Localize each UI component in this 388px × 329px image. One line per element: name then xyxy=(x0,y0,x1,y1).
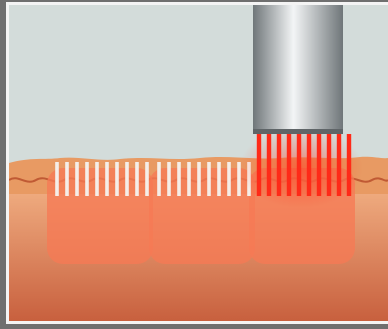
handpiece-body xyxy=(253,5,343,133)
laser-beam xyxy=(287,134,291,196)
skin-column xyxy=(177,162,181,196)
handpiece-tip-edge xyxy=(253,129,343,134)
laser-beam xyxy=(257,134,261,196)
laser-beam xyxy=(337,134,341,196)
skin-column xyxy=(217,162,221,196)
skin-column xyxy=(125,162,129,196)
skin-column xyxy=(167,162,171,196)
skin-column xyxy=(135,162,139,196)
laser-handpiece xyxy=(253,5,343,134)
skin-column xyxy=(227,162,231,196)
skin-column xyxy=(157,162,161,196)
laser-beam xyxy=(327,134,331,196)
skin-column xyxy=(95,162,99,196)
skin-column xyxy=(105,162,109,196)
skin-column xyxy=(145,162,149,196)
laser-beam xyxy=(307,134,311,196)
laser-beam xyxy=(297,134,301,196)
laser-beam xyxy=(267,134,271,196)
skin-column xyxy=(85,162,89,196)
skin-column xyxy=(65,162,69,196)
skin-column xyxy=(75,162,79,196)
laser-beam xyxy=(317,134,321,196)
skin-column xyxy=(115,162,119,196)
skin-column xyxy=(197,162,201,196)
skin-column xyxy=(207,162,211,196)
laser-beam xyxy=(347,134,351,196)
skin-column xyxy=(187,162,191,196)
laser-beam xyxy=(277,134,281,196)
laser-beams xyxy=(239,128,363,208)
skin-column xyxy=(55,162,59,196)
